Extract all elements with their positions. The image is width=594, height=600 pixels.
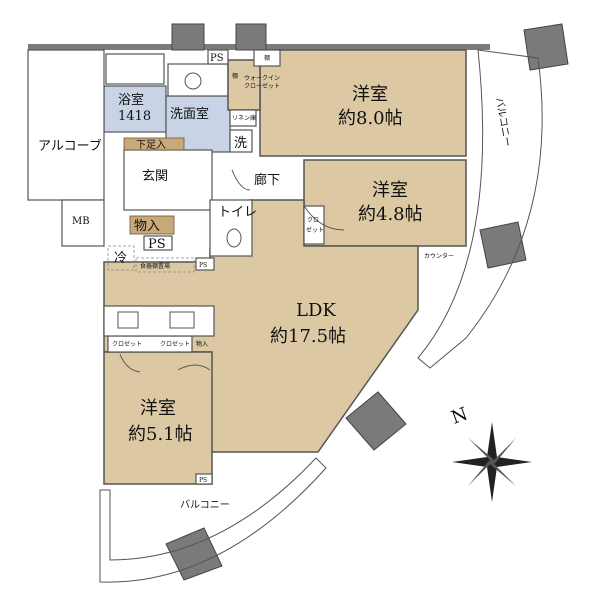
storage-b-label: 物入 [196,340,208,348]
linen-label: リネン庫 [232,114,256,122]
closet-small-label-2: ゼット [306,226,324,234]
storage-box [129,215,175,235]
ps-small2-box [195,473,213,485]
compass-rose [452,422,532,502]
alcove [27,49,105,201]
washer-drum [184,72,202,90]
kitchen-counter [103,305,215,337]
counter-label: カウンター [424,252,454,260]
bedroom2-name: 洋室 [372,180,408,201]
top-wall-2 [470,44,490,50]
sink [169,311,195,329]
shelf2-label: 棚 [232,72,238,80]
bath-name: 浴室 [118,92,144,108]
shelf-box [253,49,281,67]
bedroom1-name: 洋室 [352,84,388,105]
entrance-label: 玄関 [142,169,168,184]
cupboard-space [135,257,195,273]
ldk-size: 約17.5帖 [270,326,346,347]
balcony-bottom-outline [99,457,327,583]
bathtub [105,53,165,85]
balcony-right-label: バルコニー [493,96,513,147]
ps-small-label: PS [199,262,207,269]
bedroom2-size: 約4.8帖 [358,204,423,225]
bath-room [103,85,167,133]
washroom-label: 洗面室 [170,106,209,122]
alcove-label: アルコーブ [38,138,102,154]
bedroom3-name: 洋室 [140,398,176,419]
fridge-label: 冷 [114,251,127,266]
balcony-bottom-label: バルコニー [180,499,230,511]
closet-b-label: クロゼット [160,340,190,348]
ps-small2-label: PS [199,477,207,484]
shoe-storage-label: 下足入 [136,139,166,151]
column-top-left [171,23,205,51]
mb-label: MB [72,216,90,227]
ldk-name: LDK [296,300,336,321]
linen-closet [229,109,257,127]
bath-size: 1418 [118,109,151,124]
washer-space [167,63,229,97]
toilet-label: トイレ [218,205,257,220]
balcony-right-outline [417,49,543,369]
wash-label: 洗 [234,136,247,151]
column-ldk-edge [345,391,407,451]
column-top-mid [235,23,267,51]
fridge-space [107,245,135,271]
door-swing-3 [177,364,211,371]
bedroom-8-0 [259,49,467,157]
ps-top-label: PS [210,53,224,64]
storage-label: 物入 [134,219,160,234]
compass-north-label: N [449,404,471,429]
ps-top-box [207,49,229,65]
entrance-area [123,149,213,211]
stove [117,311,139,329]
ps-label: PS [148,237,166,252]
closet-a-label: クロゼット [112,340,142,348]
closet-small-box [303,205,325,245]
ps-box [143,235,173,251]
shelf-label: 棚 [264,54,270,62]
mb-box [61,199,105,247]
door-swing-2 [231,169,251,191]
walk-in-label-1: ウォークイン [244,74,280,82]
closet-small-label-1: クロ [307,217,319,224]
wash-basin-box [229,129,253,153]
bedroom-4-8 [303,159,467,247]
shoe-storage-box [123,137,185,151]
column-balcony-top [523,23,569,71]
bedroom3-size: 約5.1帖 [128,424,193,445]
ps-small-box [195,257,215,271]
door-swing-1 [303,205,345,231]
walk-in-label-2: クローゼット [244,82,280,90]
cupboard-label: 食器棚置場 [140,262,170,270]
door-swing-4 [119,353,141,373]
hallway-label: 廊下 [254,172,280,188]
column-bottom-balcony [165,527,223,581]
toilet-bowl [226,228,242,248]
bedroom1-size: 約8.0帖 [338,108,403,129]
